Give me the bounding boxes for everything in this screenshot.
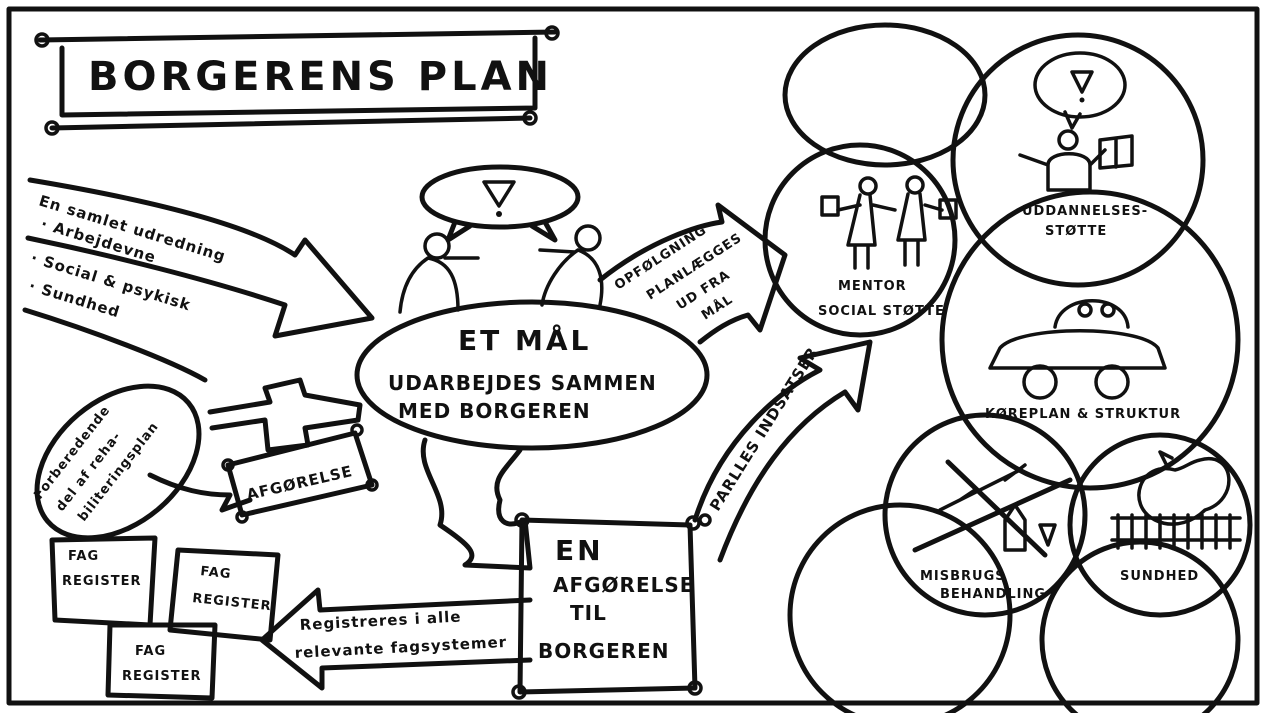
goal-ellipse: ET MÅL UDARBEJDES SAMMEN MED BORGEREN xyxy=(354,299,710,451)
goal-to-decision-arrow xyxy=(420,437,533,571)
syringe-bottle-crossed-icon xyxy=(912,459,1073,558)
caseworker-person-icon xyxy=(538,224,604,307)
decision-line-3: TIL xyxy=(570,601,607,625)
koreplan-circle: KØREPLAN & STRUKTUR xyxy=(985,299,1181,422)
parallel-label: PARLLES INDSATSER xyxy=(706,344,822,515)
shared-thought-bubble xyxy=(419,164,581,243)
sundhed-label: SUNDHED xyxy=(1120,569,1199,584)
student-icon xyxy=(1018,148,1107,192)
mentor-line-1: MENTOR xyxy=(838,279,907,294)
svg-text:REGISTER: REGISTER xyxy=(62,574,142,589)
mentor-circle: MENTOR SOCIAL STØTTE xyxy=(818,175,958,319)
misbrug-line-1: MISBRUGS xyxy=(920,569,1006,584)
page-title: BORGERENS PLAN xyxy=(88,54,553,100)
decision-line-4: BORGEREN xyxy=(538,639,670,663)
parallel-efforts-arrow: PARLLES INDSATSER xyxy=(692,339,873,563)
register-arrow: Registreres i alle relevante fagsystemer xyxy=(259,587,533,691)
svg-text:REGISTER: REGISTER xyxy=(192,591,273,614)
svg-text:FAG: FAG xyxy=(68,549,99,564)
exclamation-triangle-icon xyxy=(1070,70,1094,103)
uddannelse-line-2: STØTTE xyxy=(1045,224,1107,239)
book-icon xyxy=(1098,134,1134,170)
mentor-people-icon xyxy=(820,175,958,270)
decision-line-2: AFGØRELSE xyxy=(553,573,694,597)
fag-register-card-1: FAG REGISTER xyxy=(49,535,158,628)
decision-box: EN AFGØRELSE TIL BORGEREN xyxy=(511,512,703,700)
mentor-line-2: SOCIAL STØTTE xyxy=(818,304,945,319)
uddannelse-circle: UDDANNELSES- STØTTE xyxy=(1018,51,1148,239)
goal-line-1: UDARBEJDES SAMMEN xyxy=(388,371,657,395)
afgorelse-tag: AFGØRELSE xyxy=(147,423,379,524)
svg-text:FAG: FAG xyxy=(135,644,166,659)
outer-frame xyxy=(6,6,1260,706)
followup-arrow: OPFØLGNING PLANLÆGGES UD FRA MÅL xyxy=(597,202,788,345)
exclamation-triangle-icon xyxy=(482,180,516,217)
fag-register-card-3: FAG REGISTER xyxy=(105,622,218,701)
decision-line-1: EN xyxy=(555,534,604,567)
fence-icon xyxy=(1110,513,1242,550)
misbrug-line-2: BEHANDLING xyxy=(940,587,1046,602)
register-line-2: relevante fagsystemer xyxy=(294,633,507,662)
sundhed-circle: SUNDHED xyxy=(1110,450,1242,584)
car-icon xyxy=(988,299,1167,400)
koreplan-label: KØREPLAN & STRUKTUR xyxy=(985,407,1181,422)
citizen-person-icon xyxy=(398,232,480,314)
title-banner: BORGERENS PLAN xyxy=(34,25,560,136)
afgorelse-label: AFGØRELSE xyxy=(245,462,355,504)
apple-icon xyxy=(1137,450,1231,526)
goal-line-2: MED BORGEREN xyxy=(398,399,591,423)
support-circles xyxy=(762,22,1253,713)
svg-text:FAG: FAG xyxy=(200,564,233,582)
svg-text:REGISTER: REGISTER xyxy=(122,669,202,684)
goal-heading: ET MÅL xyxy=(458,323,591,357)
prep-to-goal-arrow xyxy=(207,377,363,453)
assessment-arrow: En samlet udredning · Arbejdevne · Socia… xyxy=(22,177,375,383)
uddannelse-line-1: UDDANNELSES- xyxy=(1022,204,1148,219)
misbrug-circle: MISBRUGS BEHANDLING xyxy=(912,459,1073,602)
